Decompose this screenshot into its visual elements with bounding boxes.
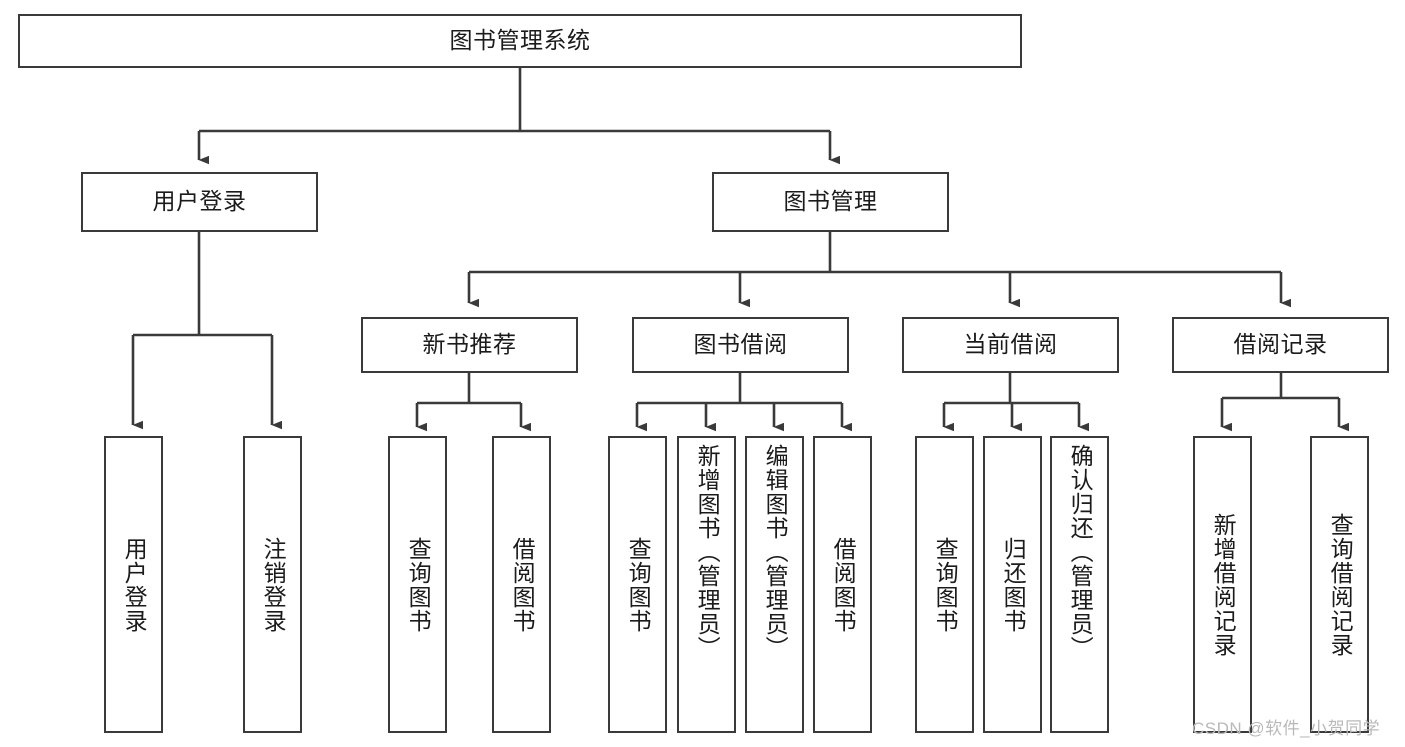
- node-leaf-query-book-3-label: 查询图书: [932, 536, 959, 633]
- node-leaf-query-book-2[interactable]: 查询图书: [608, 436, 667, 733]
- node-current-borrow-label: 当前借阅: [963, 331, 1058, 358]
- node-leaf-add-record-label: 新增借阅记录: [1210, 512, 1237, 657]
- node-new-book-recommend[interactable]: 新书推荐: [361, 317, 578, 373]
- node-leaf-borrow-book-2-label: 借阅图书: [830, 536, 857, 633]
- node-leaf-query-book-2-label: 查询图书: [625, 536, 652, 633]
- node-leaf-add-record[interactable]: 新增借阅记录: [1193, 436, 1252, 733]
- node-leaf-query-book-3[interactable]: 查询图书: [915, 436, 974, 733]
- node-leaf-confirm-return-label: 确认归还（管理员）: [1067, 444, 1094, 660]
- node-leaf-user-logout[interactable]: 注销登录: [243, 436, 302, 733]
- node-root-label: 图书管理系统: [449, 27, 591, 54]
- node-book-borrow[interactable]: 图书借阅: [632, 317, 849, 373]
- node-leaf-return-book[interactable]: 归还图书: [983, 436, 1042, 733]
- node-user-login[interactable]: 用户登录: [81, 172, 318, 232]
- node-root[interactable]: 图书管理系统: [18, 14, 1022, 68]
- node-borrow-record-label: 借阅记录: [1233, 331, 1328, 358]
- node-borrow-record[interactable]: 借阅记录: [1172, 317, 1389, 373]
- node-leaf-user-login-label: 用户登录: [121, 536, 148, 633]
- node-leaf-borrow-book-1-label: 借阅图书: [509, 536, 536, 633]
- node-current-borrow[interactable]: 当前借阅: [902, 317, 1119, 373]
- node-new-book-recommend-label: 新书推荐: [422, 331, 517, 358]
- node-leaf-query-record[interactable]: 查询借阅记录: [1310, 436, 1369, 733]
- node-leaf-confirm-return[interactable]: 确认归还（管理员）: [1050, 436, 1109, 733]
- node-book-manage-label: 图书管理: [783, 188, 878, 215]
- node-leaf-add-book-label: 新增图书（管理员）: [694, 444, 721, 660]
- node-leaf-add-book[interactable]: 新增图书（管理员）: [677, 436, 736, 733]
- node-leaf-edit-book-label: 编辑图书（管理员）: [762, 444, 789, 660]
- node-book-borrow-label: 图书借阅: [693, 331, 788, 358]
- node-leaf-return-book-label: 归还图书: [1000, 536, 1027, 633]
- node-leaf-borrow-book-2[interactable]: 借阅图书: [813, 436, 872, 733]
- node-leaf-query-book-1-label: 查询图书: [405, 536, 432, 633]
- node-leaf-edit-book[interactable]: 编辑图书（管理员）: [745, 436, 804, 733]
- node-leaf-query-record-label: 查询借阅记录: [1327, 512, 1354, 657]
- node-user-login-label: 用户登录: [152, 188, 247, 215]
- node-leaf-borrow-book-1[interactable]: 借阅图书: [492, 436, 551, 733]
- node-leaf-user-logout-label: 注销登录: [260, 536, 287, 633]
- node-book-manage[interactable]: 图书管理: [712, 172, 949, 232]
- node-leaf-query-book-1[interactable]: 查询图书: [388, 436, 447, 733]
- node-leaf-user-login[interactable]: 用户登录: [104, 436, 163, 733]
